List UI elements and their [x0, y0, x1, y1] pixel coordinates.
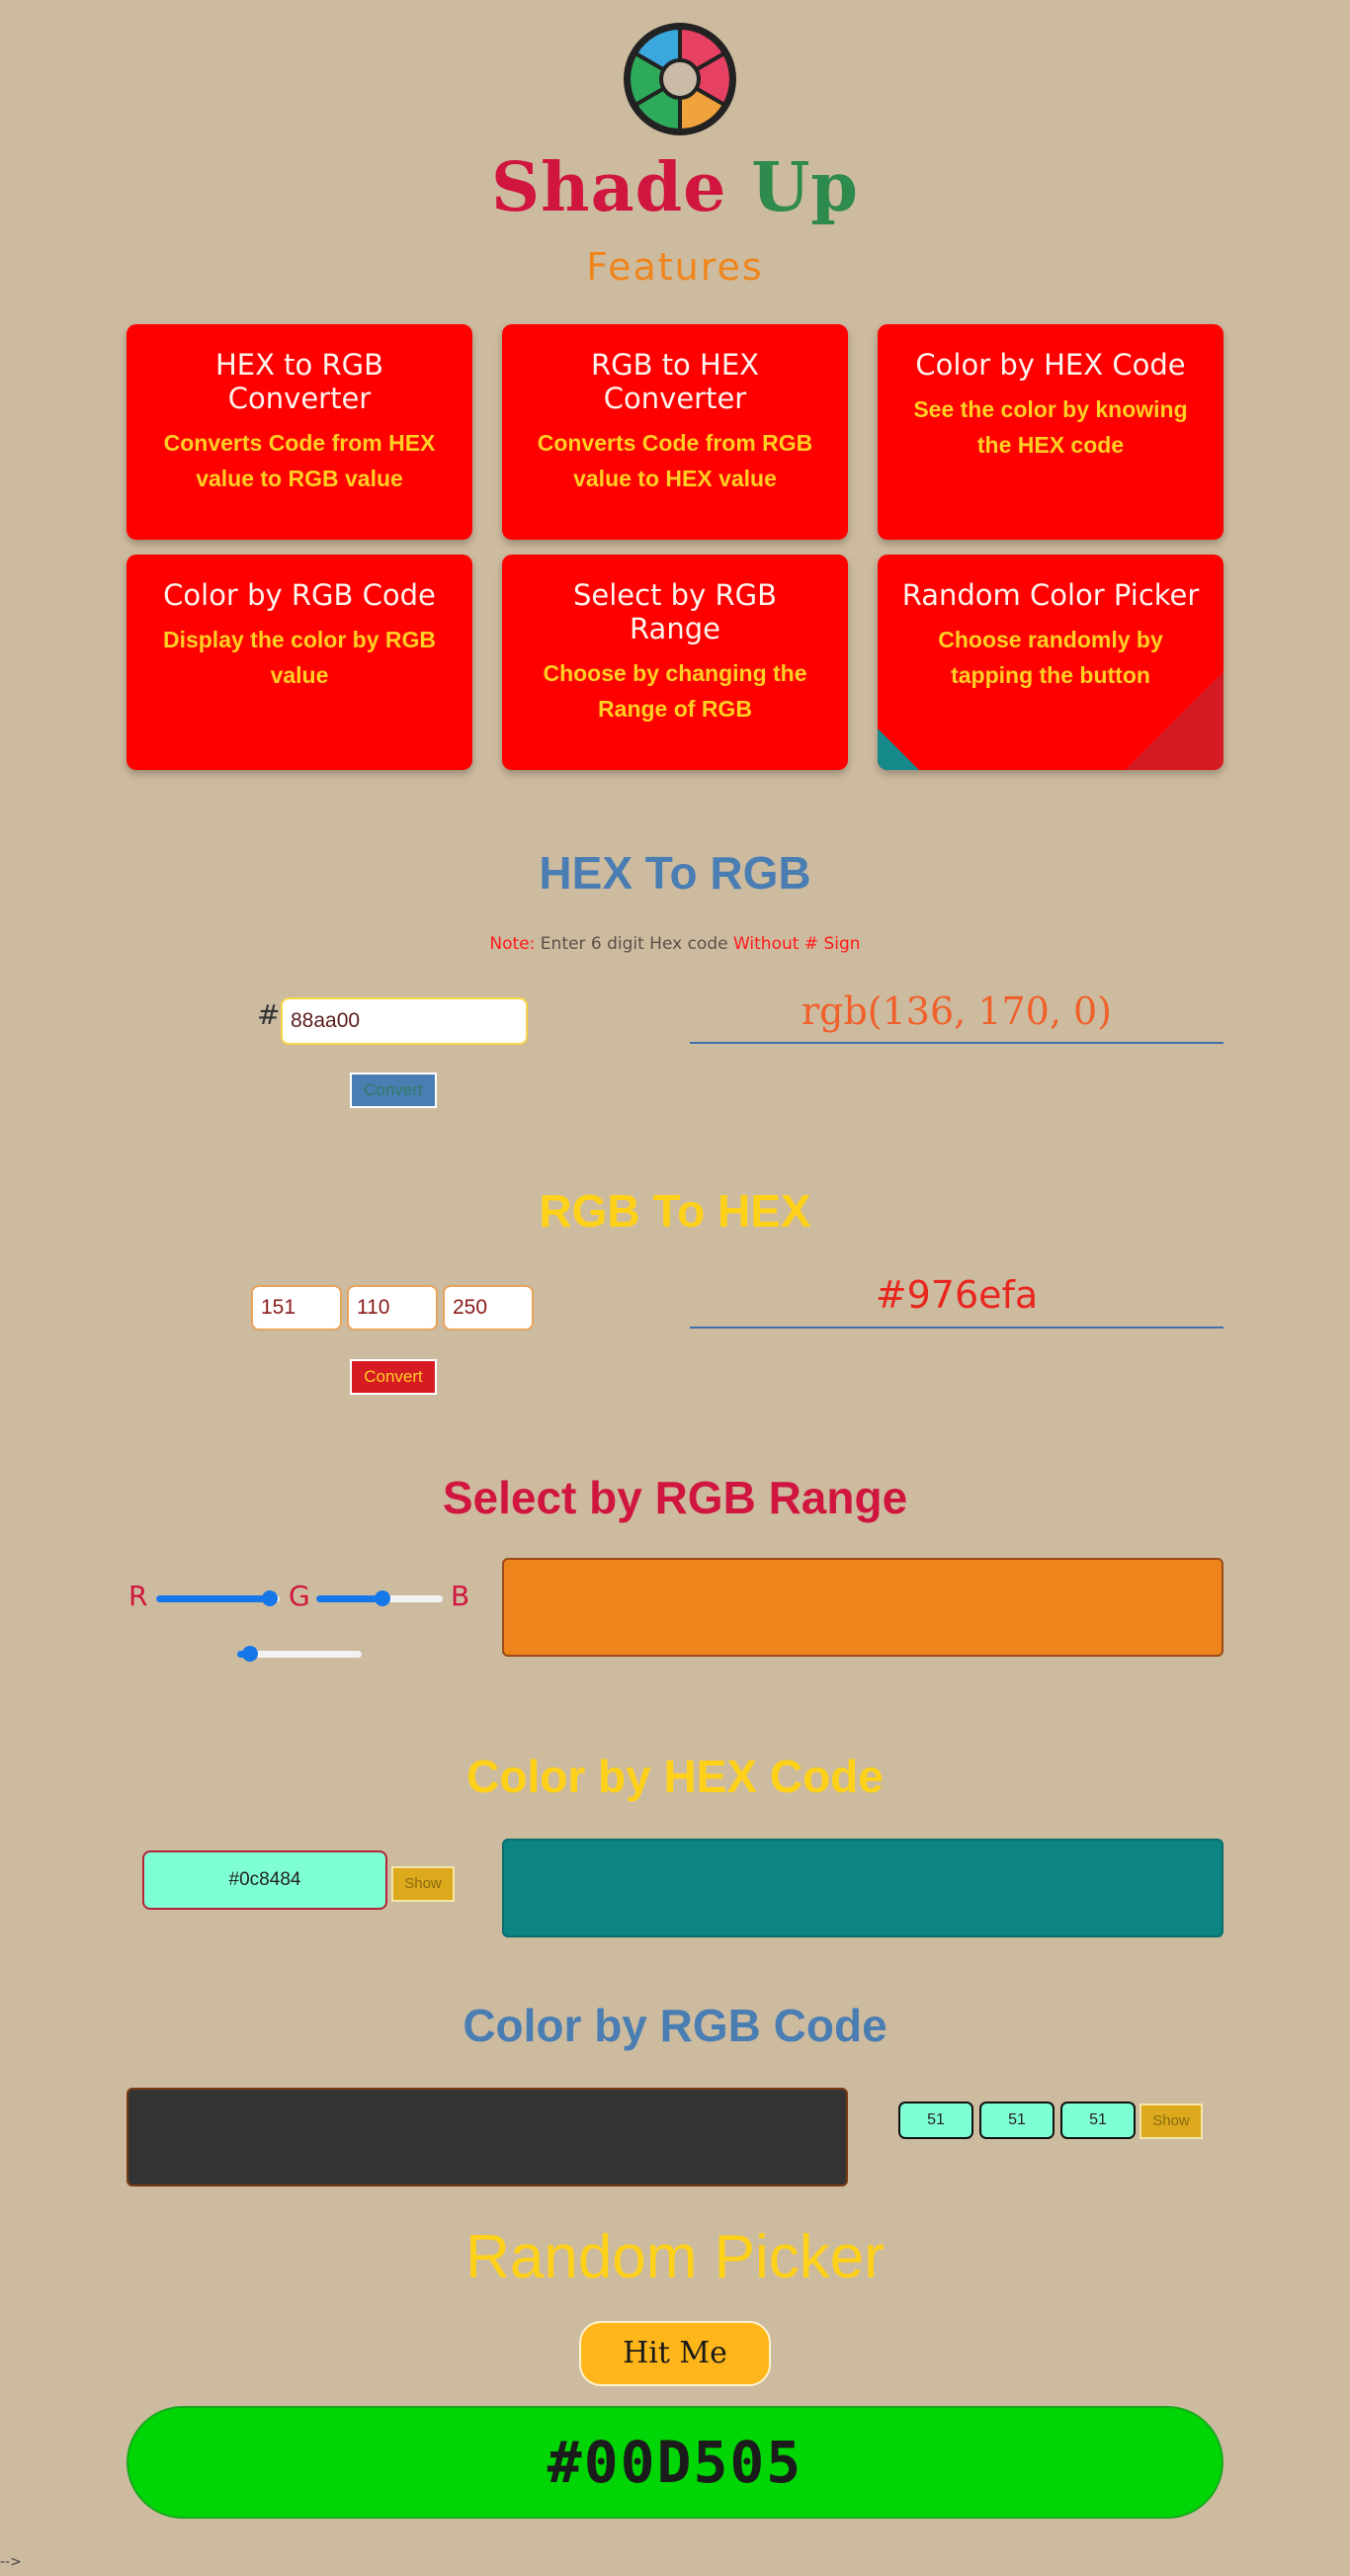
stray-comment-text: --> [0, 2554, 22, 2570]
green-slider-fill [316, 1595, 382, 1602]
rgb-result: rgb(136, 170, 0) [690, 983, 1223, 1044]
feature-card-rgb-range[interactable]: Select by RGB Range Choose by changing t… [502, 555, 848, 770]
green-slider[interactable] [316, 1590, 443, 1606]
brand-word-shade: Shade [491, 148, 727, 227]
rgb-range-swatch [502, 1558, 1223, 1657]
hex-convert-button[interactable]: Convert [350, 1073, 437, 1108]
rgb-code-swatch [127, 2088, 848, 2187]
rgb-convert-button[interactable]: Convert [350, 1359, 437, 1395]
blue-slider[interactable] [237, 1646, 362, 1662]
g-input[interactable]: 110 [347, 1285, 438, 1331]
brand-word-up: Up [751, 148, 859, 227]
feature-card-desc: Display the color by RGB value [162, 627, 437, 688]
slider-label-b: B [451, 1580, 470, 1612]
slider-label-r: R [128, 1580, 148, 1612]
red-slider[interactable] [156, 1590, 280, 1606]
feature-card-title: Color by RGB Code [163, 578, 436, 612]
r-input[interactable]: 151 [251, 1285, 342, 1331]
hex-result: #976efa [690, 1267, 1223, 1329]
hex-code-input[interactable]: #0c8484 [142, 1850, 387, 1910]
b-input[interactable]: 250 [443, 1285, 534, 1331]
random-color-result: #00D505 [127, 2406, 1223, 2519]
feature-card-desc: See the color by knowing the HEX code [913, 396, 1188, 458]
feature-card-title: Select by RGB Range [573, 578, 777, 645]
feature-card-title: Color by HEX Code [915, 348, 1186, 382]
hex-show-button[interactable]: Show [391, 1866, 455, 1902]
hex-code-swatch [502, 1839, 1223, 1937]
rgb-show-button[interactable]: Show [1139, 2104, 1203, 2139]
feature-card-desc: Converts Code from RGB value to HEX valu… [537, 430, 813, 491]
features-heading: Features [586, 245, 764, 289]
feature-card-random-picker[interactable]: Random Color Picker Choose randomly by t… [878, 555, 1223, 770]
feature-card-desc: Choose randomly by tapping the button [938, 627, 1163, 688]
note-text: Enter 6 digit Hex code [535, 934, 733, 954]
rgb-range-heading: Select by RGB Range [442, 1472, 908, 1523]
hex-input[interactable]: 88aa00 [281, 997, 528, 1045]
hex-to-rgb-heading: HEX To RGB [539, 847, 811, 899]
feature-card-title: HEX to RGB Converter [214, 348, 384, 415]
note-emphasis: Without # Sign [732, 934, 861, 954]
feature-card-color-by-hex[interactable]: Color by HEX Code See the color by knowi… [878, 324, 1223, 540]
feature-card-desc: Choose by changing the Range of RGB [543, 660, 807, 722]
rgb-to-hex-heading: RGB To HEX [539, 1185, 811, 1237]
card-corner-fold [1125, 671, 1223, 770]
blue-slider-thumb[interactable] [241, 1646, 258, 1662]
random-picker-heading: Random Picker [465, 2223, 885, 2291]
note-label: Note: [489, 934, 536, 954]
feature-card-color-by-rgb[interactable]: Color by RGB Code Display the color by R… [127, 555, 472, 770]
feature-card-desc: Converts Code from HEX value to RGB valu… [163, 430, 436, 491]
feature-card-hex-to-rgb[interactable]: HEX to RGB Converter Converts Code from … [127, 324, 472, 540]
feature-card-title: Random Color Picker [901, 578, 1200, 612]
hit-me-button[interactable]: Hit Me [579, 2321, 771, 2386]
rgb-code-b-input[interactable]: 51 [1060, 2102, 1136, 2139]
hex-note: Note: Enter 6 digit Hex code Without # S… [0, 934, 1350, 954]
color-by-hex-heading: Color by HEX Code [466, 1751, 884, 1802]
color-by-rgb-heading: Color by RGB Code [463, 2000, 887, 2051]
rgb-code-r-input[interactable]: 51 [898, 2102, 973, 2139]
feature-card-rgb-to-hex[interactable]: RGB to HEX Converter Converts Code from … [502, 324, 848, 540]
brand-title: Shade Up [0, 148, 1350, 227]
rgb-code-g-input[interactable]: 51 [979, 2102, 1055, 2139]
slider-label-g: G [289, 1580, 310, 1612]
feature-card-title: RGB to HEX Converter [590, 348, 760, 415]
card-corner-accent [878, 729, 919, 770]
logo-color-wheel-icon [624, 23, 736, 135]
hash-sign: # [257, 998, 281, 1031]
green-slider-thumb[interactable] [374, 1590, 390, 1606]
red-slider-fill [156, 1595, 270, 1602]
red-slider-thumb[interactable] [262, 1590, 278, 1606]
